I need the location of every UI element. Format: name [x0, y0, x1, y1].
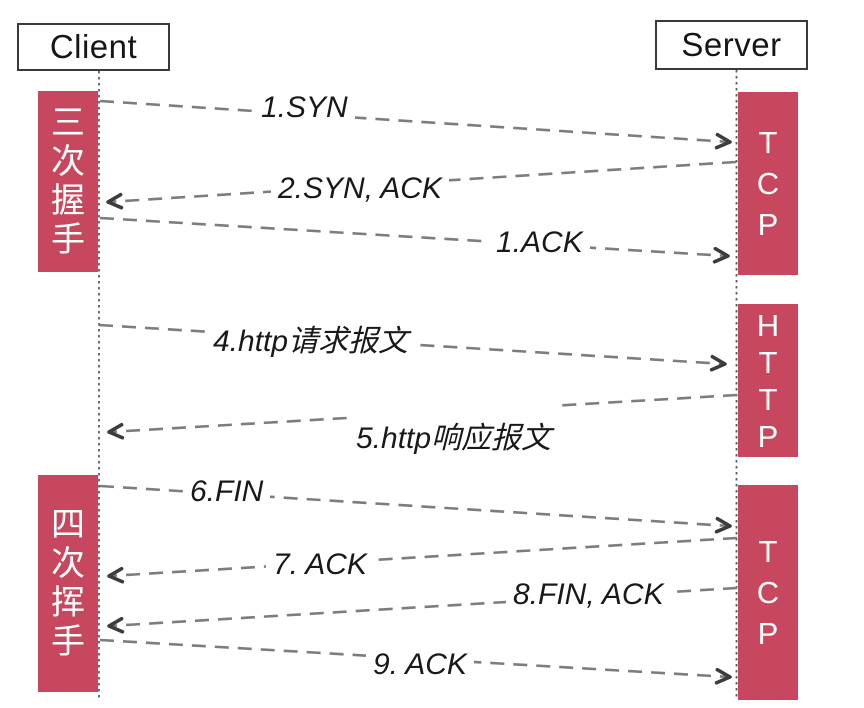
phase-char: 挥	[51, 583, 85, 622]
message-line-http-request	[98, 323, 727, 372]
message-line-http-response	[107, 393, 738, 440]
message-label-fin: 6.FIN	[183, 473, 271, 511]
client-actor-box: Client	[17, 23, 170, 71]
protocol-char: P	[757, 207, 779, 242]
message-line-syn-ack	[106, 160, 737, 210]
protocol-bar-tcp-teardown: T C P	[738, 485, 798, 700]
phase-char: 四	[51, 505, 85, 544]
message-label-ack3: 9. ACK	[366, 646, 474, 684]
protocol-char: T	[758, 381, 778, 417]
message-line-ack2	[107, 536, 738, 584]
protocol-bar-http: H T T P	[738, 304, 798, 457]
protocol-char: P	[757, 616, 779, 651]
message-line-ack3	[99, 638, 732, 685]
phase-char: 次	[51, 544, 85, 583]
message-line-syn	[99, 99, 732, 150]
phase-char: 三	[51, 103, 85, 142]
protocol-char: T	[758, 125, 778, 160]
message-label-ack: 1.ACK	[489, 224, 590, 262]
client-actor-label: Client	[49, 28, 138, 65]
server-actor-label: Server	[681, 26, 782, 63]
message-label-syn: 1.SYN	[254, 89, 355, 127]
protocol-char: P	[757, 418, 779, 454]
message-label-http-response: 5.http响应报文	[349, 396, 559, 459]
phase-char: 手	[51, 622, 85, 661]
message-line-ack	[99, 216, 730, 264]
protocol-bar-tcp-handshake: T C P	[738, 92, 798, 275]
phase-char: 次	[51, 142, 85, 181]
phase-char: 握	[51, 181, 85, 220]
protocol-char: T	[758, 344, 778, 380]
protocol-char: T	[758, 534, 778, 569]
phase-bar-three-way-handshake: 三 次 握 手	[38, 91, 98, 272]
protocol-char: C	[756, 575, 780, 610]
phase-bar-four-way-wave: 四 次 挥 手	[38, 475, 98, 692]
protocol-char: C	[756, 166, 780, 201]
server-actor-box: Server	[655, 20, 808, 70]
phase-char: 手	[51, 220, 85, 259]
message-label-http-request: 4.http请求报文	[206, 314, 416, 362]
message-label-ack2: 7. ACK	[266, 546, 374, 584]
message-label-syn-ack: 2.SYN, ACK	[271, 170, 449, 208]
protocol-char: H	[756, 307, 780, 343]
message-label-fin-ack: 8.FIN, ACK	[506, 576, 671, 614]
